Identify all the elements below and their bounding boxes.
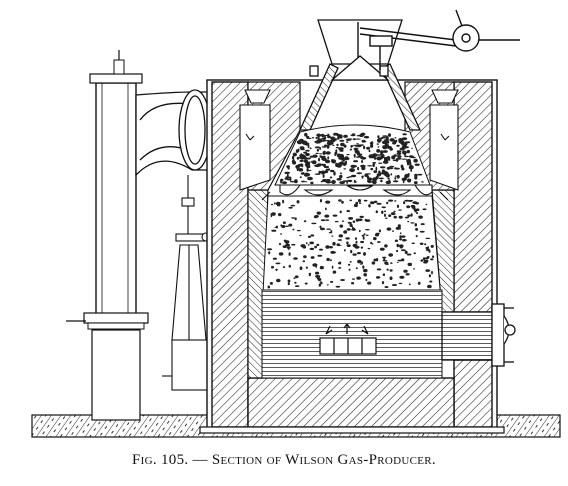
figure-label: Fig. 105.	[132, 452, 189, 468]
connecting-elbow-pipe	[135, 89, 212, 177]
steam-jet-pipe	[162, 175, 213, 391]
fuel-charge-top	[274, 124, 431, 186]
bell-lever-mechanism	[357, 9, 520, 70]
figure-title: Section of Wilson Gas-Producer.	[211, 452, 436, 468]
fuel-bed	[261, 195, 443, 379]
caption-dash: —	[188, 452, 212, 468]
gas-producer-section-drawing	[31, 9, 561, 438]
distribution-ports	[261, 184, 449, 201]
ash-door	[441, 303, 516, 367]
annular-gas-flues	[239, 89, 459, 191]
figure-caption: Fig. 105. — Section of Wilson Gas-Produc…	[0, 452, 568, 469]
producer-base	[199, 426, 505, 434]
ash-pit-grate	[319, 323, 377, 355]
gas-stack-column	[66, 50, 149, 421]
